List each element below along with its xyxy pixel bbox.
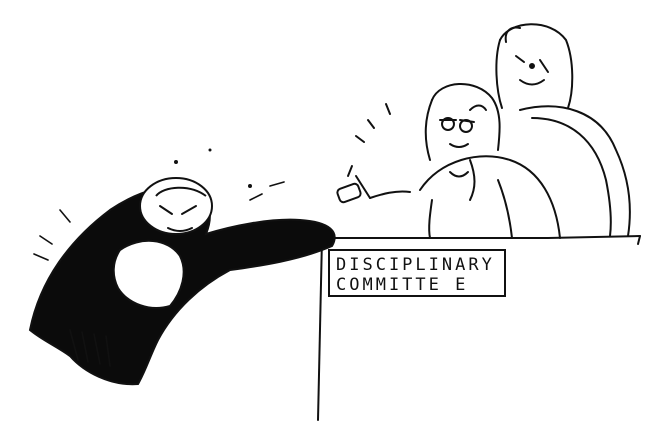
judge-front-body: [419, 155, 561, 239]
gavel: [336, 103, 411, 204]
accused-figure: [28, 177, 336, 386]
motion-dots: [174, 148, 252, 188]
sign-line-1: DISCIPLINARY: [336, 255, 495, 275]
judge-back: [495, 23, 574, 109]
judge-chair-back: [519, 105, 631, 237]
judge-front-head: [424, 83, 501, 161]
disciplinary-committee-sign: DISCIPLINARY COMMITTE E: [328, 249, 506, 297]
sign-line-2: COMMITTE E: [336, 275, 468, 295]
